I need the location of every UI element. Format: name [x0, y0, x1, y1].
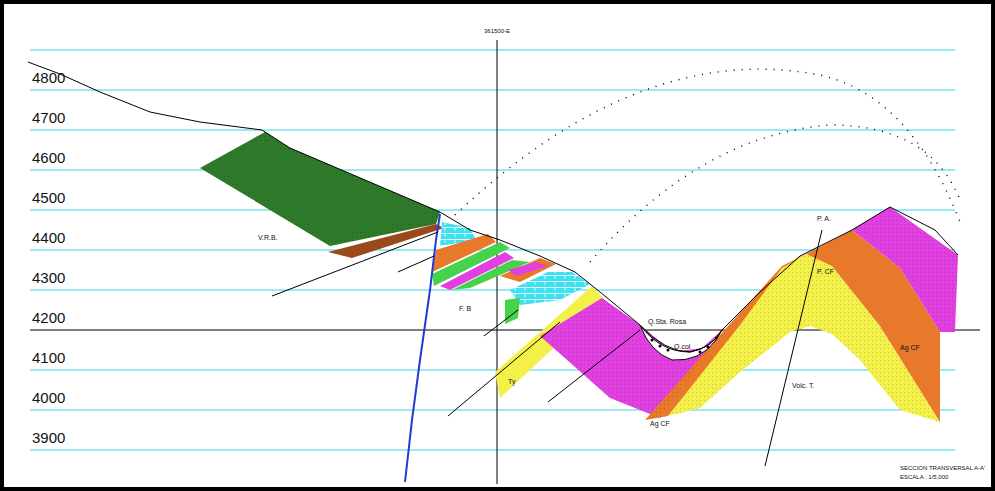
- section-caption: SECCION TRANSVERSAL A-A': [900, 465, 985, 472]
- unit-label: Q.Sta. Rosa: [648, 318, 686, 326]
- elevation-label: 4000: [32, 390, 65, 407]
- elevation-label: 4500: [32, 190, 65, 207]
- unit-label: V.R.B.: [258, 234, 278, 242]
- coordinate-label: 361500-E: [484, 28, 510, 35]
- unit-label: P. CF: [817, 268, 834, 276]
- unit-label: Ty: [508, 378, 515, 386]
- unit-label: Ag CF: [900, 344, 920, 352]
- unit-label: ESCALA : 1/5,000: [900, 474, 948, 481]
- unit-label: Q.col: [674, 343, 690, 351]
- elevation-label: 4400: [32, 230, 65, 247]
- elevation-label: 4300: [32, 270, 65, 287]
- elevation-label: 4600: [32, 150, 65, 167]
- unit-label: Ag CF: [650, 420, 670, 428]
- unit-label: Volc. T.: [792, 382, 814, 390]
- elevation-label: 4200: [32, 310, 65, 327]
- unit-label: F. B: [459, 305, 471, 313]
- elevation-label: 4800: [32, 70, 65, 87]
- elevation-label: 4100: [32, 350, 65, 367]
- unit-label: P. A.: [817, 215, 831, 223]
- elevation-label: 4700: [32, 110, 65, 127]
- elevation-label: 3900: [32, 430, 65, 447]
